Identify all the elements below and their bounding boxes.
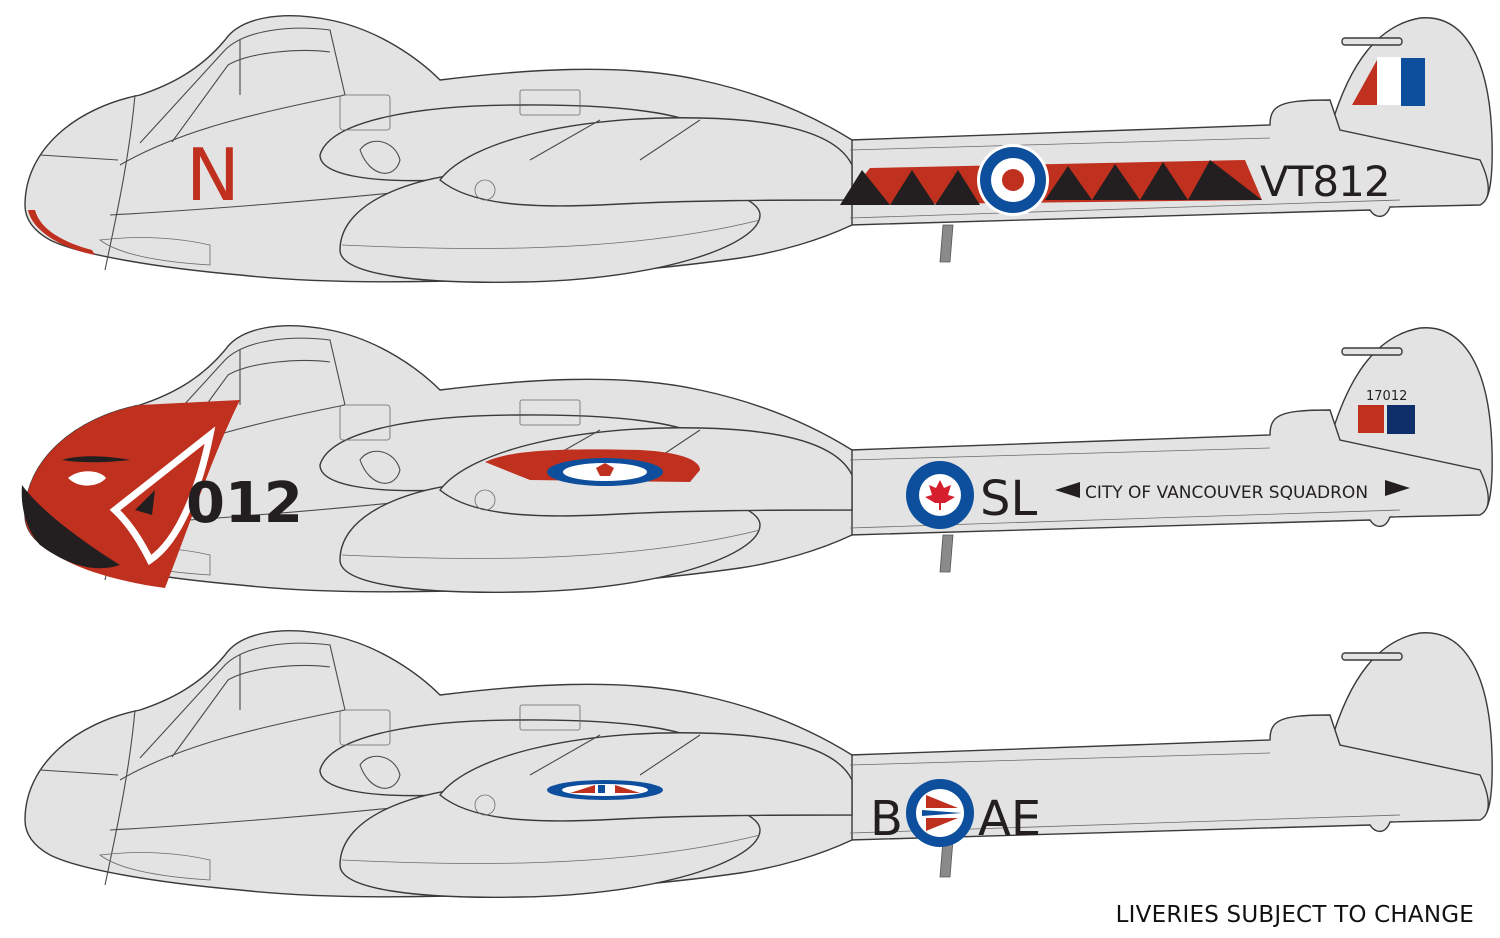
maple-leaf-icon	[925, 480, 955, 510]
nose-number: 012	[186, 471, 303, 536]
wing-roundel	[547, 780, 663, 800]
aircraft-2-rcaf-livery: 17012 012 SL CITY OF VANCOUVER SQUADRON	[21, 325, 1493, 593]
aircraft-3-norway-livery: B AE	[24, 630, 1493, 898]
nose-letter: N	[186, 133, 240, 217]
squadron-name: CITY OF VANCOUVER SQUADRON	[1085, 483, 1368, 503]
rcaf-roundel	[906, 461, 974, 529]
squadron-code: SL	[980, 471, 1037, 527]
code-letter-left: B	[870, 791, 903, 847]
fin-serial: 17012	[1366, 389, 1407, 404]
raf-roundel	[977, 144, 1049, 216]
code-letters-right: AE	[978, 791, 1041, 847]
right-arrow-icon	[1385, 480, 1410, 496]
nose-tip-red	[28, 210, 95, 255]
eagle-nose-art	[21, 400, 240, 588]
norway-roundel	[906, 779, 974, 847]
wing-panel-roundel	[485, 449, 700, 486]
fin-flash	[1358, 405, 1415, 434]
fin-flash	[1352, 57, 1425, 106]
liveries-disclaimer: LIVERIES SUBJECT TO CHANGE	[1115, 902, 1474, 928]
aircraft-1-raf-livery: N VT812	[24, 15, 1493, 283]
serial-number: VT812	[1260, 157, 1390, 206]
sawtooth-band	[840, 160, 1262, 205]
left-arrow-icon	[1055, 482, 1080, 498]
